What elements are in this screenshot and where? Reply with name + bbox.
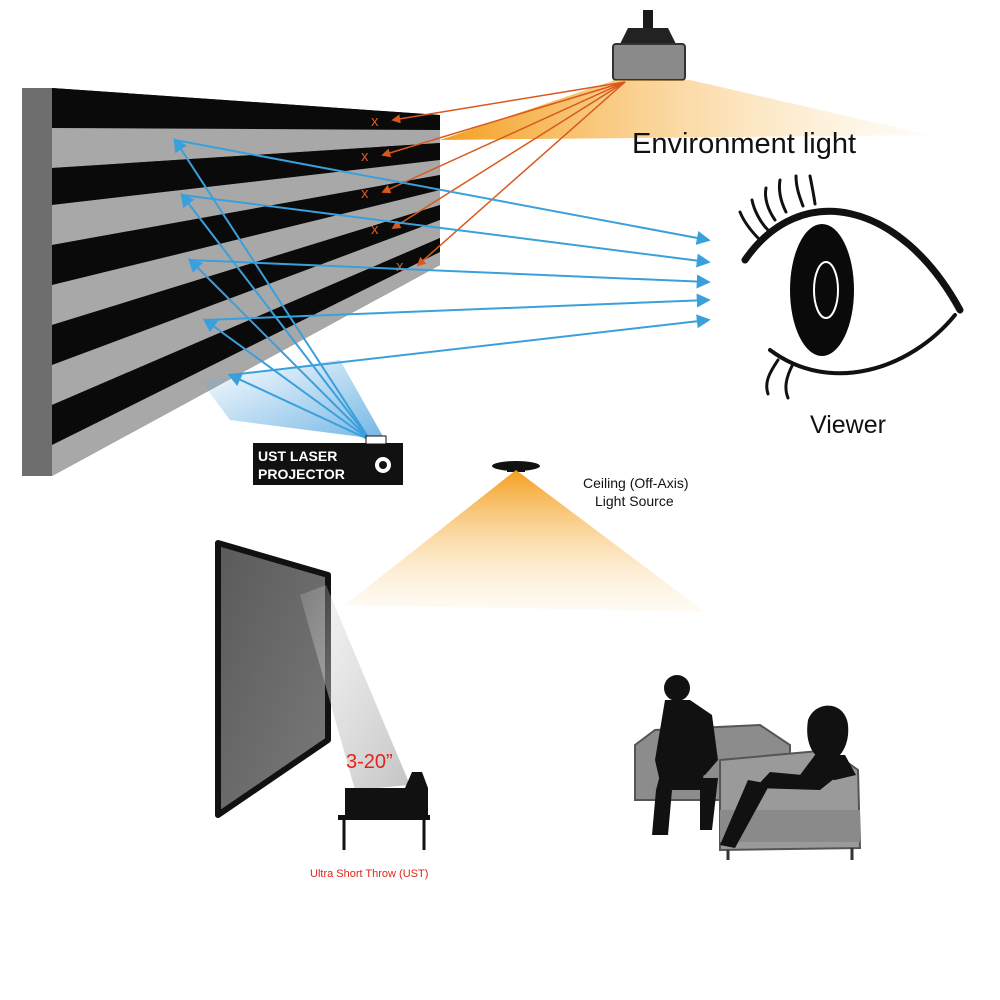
- ust-caption: Ultra Short Throw (UST): [310, 868, 428, 880]
- reflected-ray: [229, 314, 711, 376]
- ridge-dark-face: [52, 205, 440, 365]
- ust-label-line2: PROJECTOR: [258, 466, 345, 482]
- environment-light-beam: [440, 80, 930, 140]
- projector-ray: [188, 258, 371, 441]
- projector-light-rays: [173, 137, 711, 441]
- environment-light-label: Environment light: [632, 128, 856, 160]
- ust-beam: [300, 585, 410, 790]
- projector-ray: [202, 318, 371, 441]
- blocked-mark: x: [361, 148, 369, 165]
- reflected-ray: [174, 139, 711, 245]
- ridge-dark-face: [52, 143, 440, 205]
- ambient-ray: [416, 81, 626, 267]
- ambient-ray: [381, 81, 626, 194]
- ambient-ray: [381, 81, 626, 158]
- reflected-ray: [189, 259, 711, 289]
- ambient-ray: [391, 81, 626, 124]
- projector-ray: [227, 373, 371, 441]
- ust-label-line1: UST LASER: [258, 448, 337, 464]
- blocked-mark: x: [371, 221, 379, 238]
- reflected-ray: [181, 194, 711, 268]
- blocked-mark: x: [361, 185, 369, 202]
- ambient-light-rays: [381, 81, 626, 267]
- ridge-light-face: [52, 128, 440, 168]
- eye-icon: [738, 174, 964, 400]
- ridge-dark-face: [52, 88, 440, 130]
- ceiling-label-line2: Light Source: [595, 493, 674, 509]
- alr-screen: [22, 88, 440, 476]
- ridge-light-face: [52, 190, 440, 325]
- throw-distance-label: 3-20”: [346, 751, 393, 773]
- ust-projector-icon: [253, 435, 403, 485]
- viewer-label: Viewer: [810, 411, 886, 439]
- blocked-mark: x: [371, 113, 379, 130]
- blocked-marks: x x x x x: [361, 113, 404, 275]
- screen-ridges: [52, 88, 440, 476]
- ridge-dark-face: [52, 238, 440, 445]
- blocked-mark: x: [396, 258, 404, 275]
- ceiling-projector-icon: [612, 10, 686, 81]
- ust-projector-table-icon: [338, 772, 430, 850]
- projector-glow: [200, 360, 385, 440]
- reflected-ray: [204, 293, 711, 321]
- ridge-light-face: [52, 252, 440, 476]
- projector-ray: [173, 137, 371, 441]
- ceiling-label-line1: Ceiling (Off-Axis): [583, 475, 689, 491]
- ridge-dark-face: [52, 175, 440, 285]
- wall-screen: [215, 540, 331, 818]
- ceiling-light-cone: [345, 470, 705, 612]
- audience-silhouette-icon: [652, 675, 856, 848]
- ceiling-lamp-icon: [492, 461, 540, 472]
- eyelashes: [738, 174, 817, 400]
- ambient-ray: [391, 81, 626, 229]
